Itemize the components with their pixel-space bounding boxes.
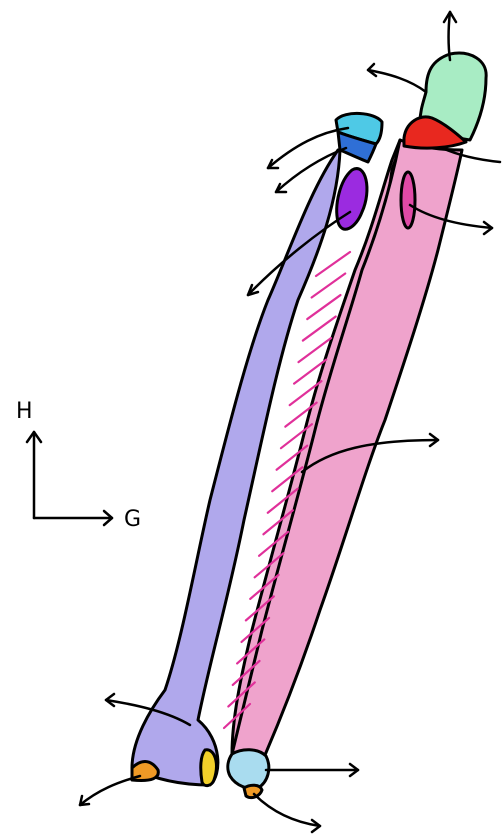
ulna-styloid-process <box>244 785 262 797</box>
horizontal-axis-label: G <box>124 507 141 532</box>
hatch-line <box>307 295 340 319</box>
hatch-line <box>312 274 346 298</box>
radial-tuberosity <box>337 169 367 230</box>
hatch-line <box>316 252 350 276</box>
orientation-axes: H G <box>16 399 141 532</box>
radius-distal-yellow-cap <box>201 750 217 786</box>
arrow-ulna-head-right <box>266 764 358 776</box>
ulna-head <box>228 750 269 789</box>
arrow-olecranon-left <box>368 64 426 92</box>
ulnar-tuberosity <box>401 172 415 228</box>
arrow-ulna-styloid-down-right <box>254 794 320 832</box>
ulna-shaft <box>232 140 462 755</box>
vertical-axis-label: H <box>16 399 33 424</box>
